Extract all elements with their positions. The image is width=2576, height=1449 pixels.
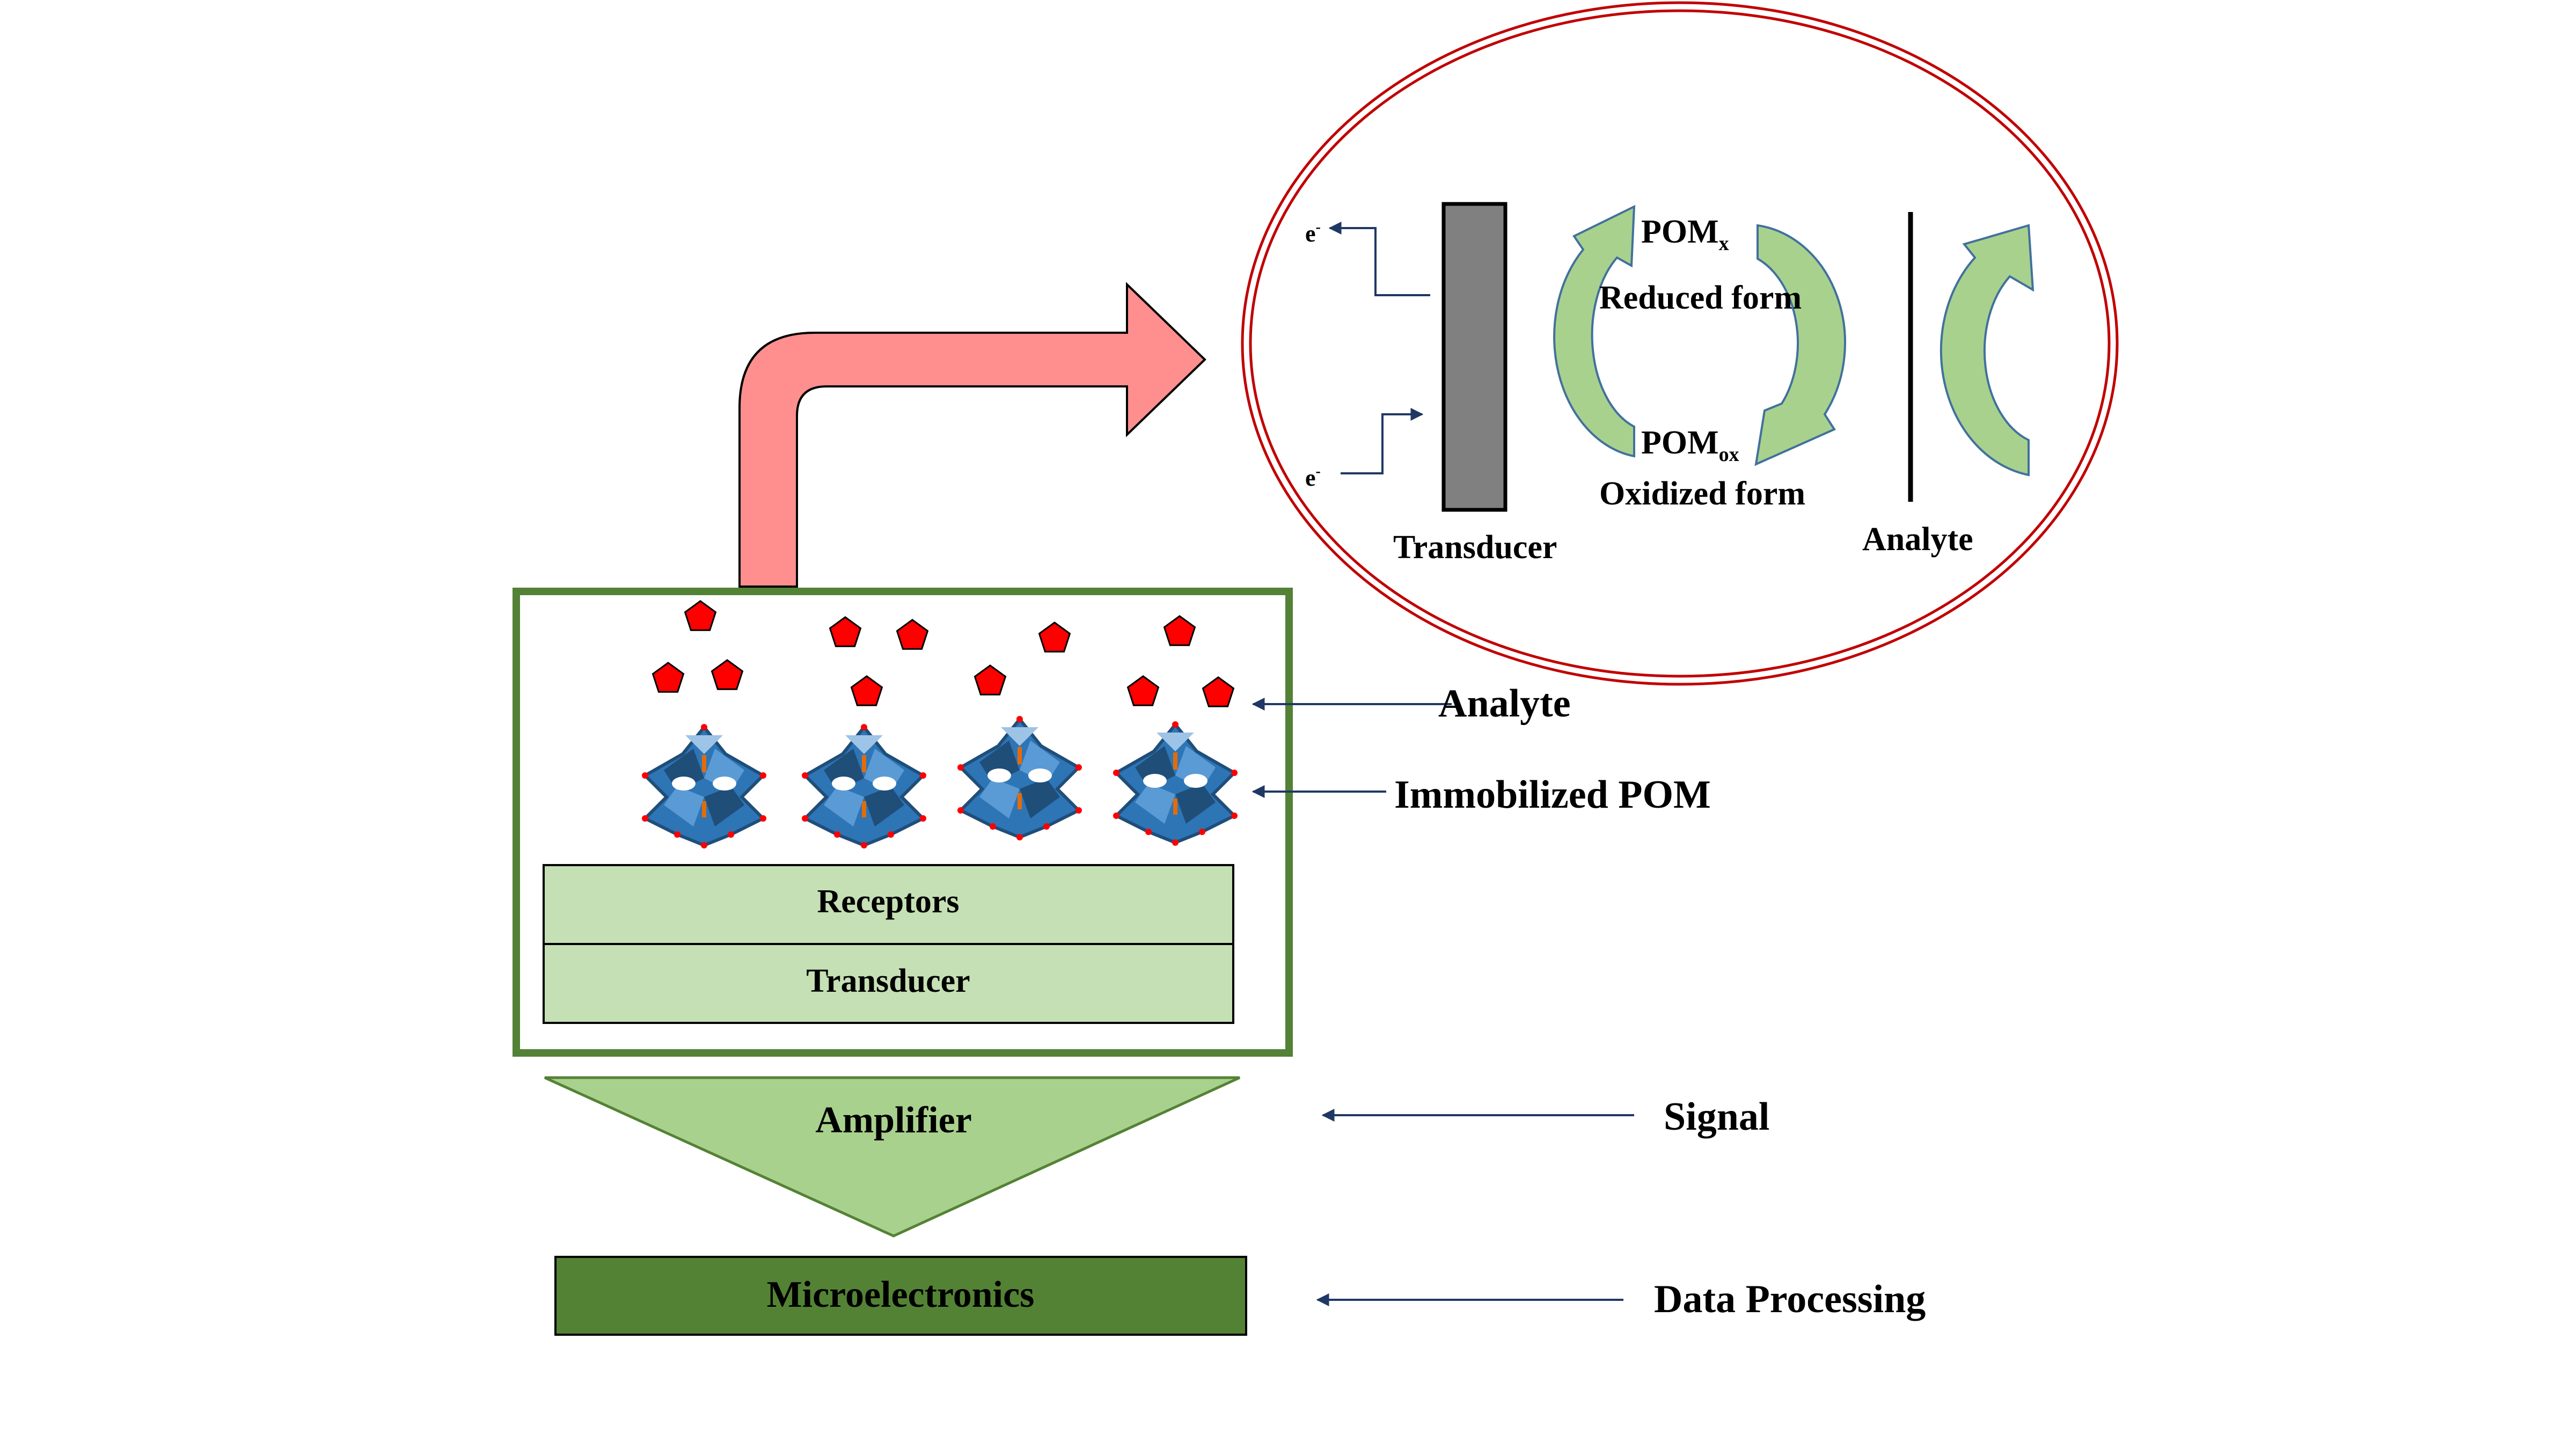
inset-transducer-label: Transducer: [1393, 529, 1557, 566]
electron-out-line: [1328, 222, 1430, 296]
data-processing-label: Data Processing: [1654, 1277, 1926, 1321]
cycle-arrow-left: [1553, 204, 1636, 458]
amplifier-triangle: [544, 1076, 1241, 1238]
inset-ring-inner: [1249, 9, 2111, 678]
electron-in-line: [1341, 408, 1424, 474]
analyte-label: Analyte: [1438, 682, 1571, 726]
transducer-layer: [543, 943, 1234, 1024]
inset-electrode: [1441, 202, 1507, 512]
cycle-arrow-analyte: [1940, 224, 2035, 477]
microelectronics-label: Microelectronics: [767, 1274, 1035, 1315]
signal-flow-arrow: [738, 282, 1206, 588]
oxidized-form-label: Oxidized form: [1599, 475, 1805, 512]
reduced-form-label: Reduced form: [1599, 280, 1802, 316]
electron-label-top: e-: [1305, 219, 1321, 247]
inset-ring-outer: [1241, 1, 2119, 686]
electron-label-bottom: e-: [1305, 463, 1321, 491]
pom-reduced-label: POMx: [1641, 214, 1729, 255]
receptors-layer: [543, 864, 1234, 945]
amplifier-label: Amplifier: [815, 1100, 972, 1141]
pom-oxidized-label: POMox: [1641, 425, 1739, 466]
transducer-layer-label: Transducer: [806, 963, 970, 999]
inset-analyte-label: Analyte: [1862, 521, 1973, 558]
signal-label: Signal: [1664, 1095, 1769, 1139]
microelectronics-block: [554, 1256, 1247, 1336]
receptors-label: Receptors: [817, 883, 959, 920]
cycle-arrow-right: [1754, 224, 1846, 466]
immobilized-pom-label: Immobilized POM: [1394, 773, 1711, 817]
